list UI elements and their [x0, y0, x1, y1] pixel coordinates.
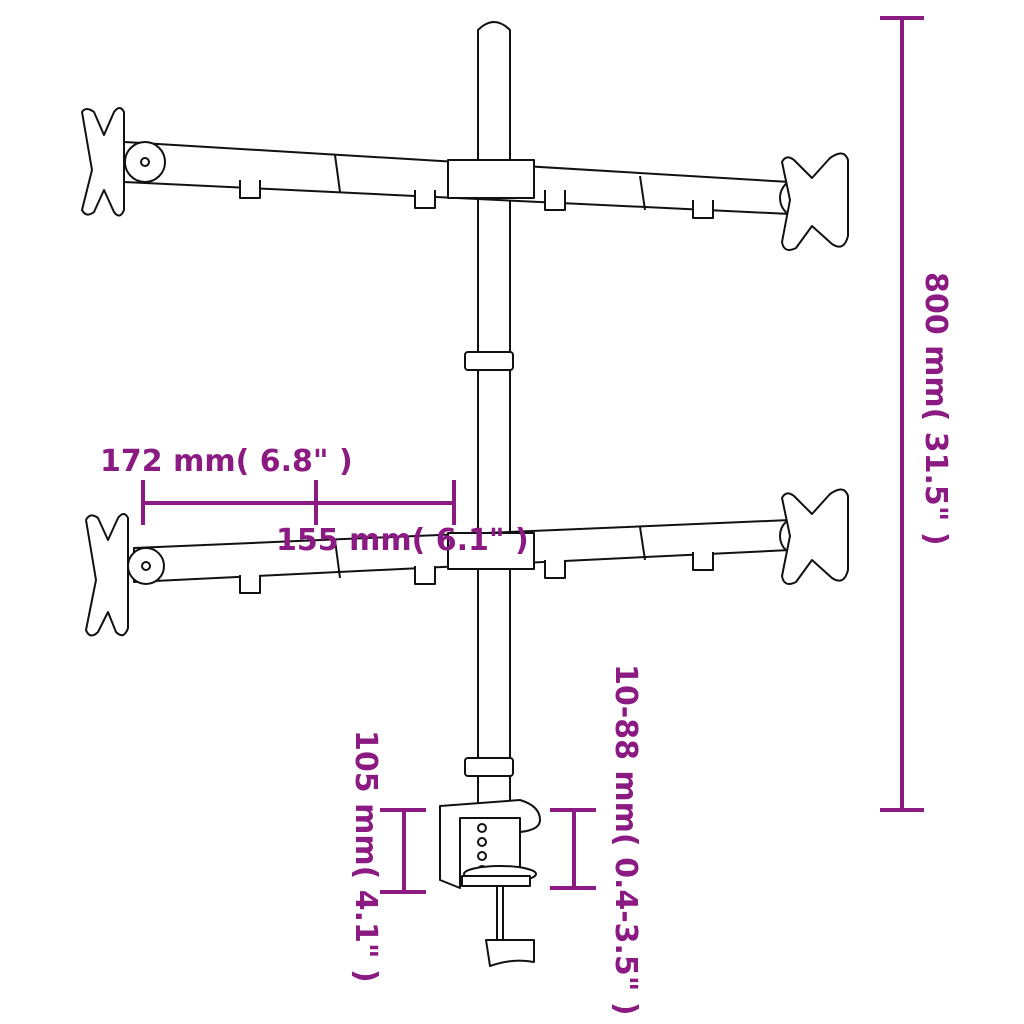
clamp-opening-label: 10-88 mm( 0.4-3.5" ): [608, 664, 643, 1016]
vesa-plate-upper-left: [81, 107, 125, 217]
dimension-lines: [141, 16, 924, 894]
vesa-plate-lower-left: [85, 513, 129, 637]
desk-clamp: [439, 799, 541, 967]
arm-segment-2-label: 155 mm( 6.1" ): [276, 523, 529, 558]
upper-arm: [123, 141, 821, 219]
clamp-height-label: 105 mm( 4.1" ): [348, 730, 383, 983]
vesa-plate-upper-right: [781, 152, 849, 251]
vesa-plate-lower-right: [781, 488, 849, 585]
pole: [464, 21, 514, 813]
arm-segment-1-label: 172 mm( 6.8" ): [100, 444, 353, 479]
pole-height-label: 800 mm( 31.5" ): [918, 272, 953, 546]
